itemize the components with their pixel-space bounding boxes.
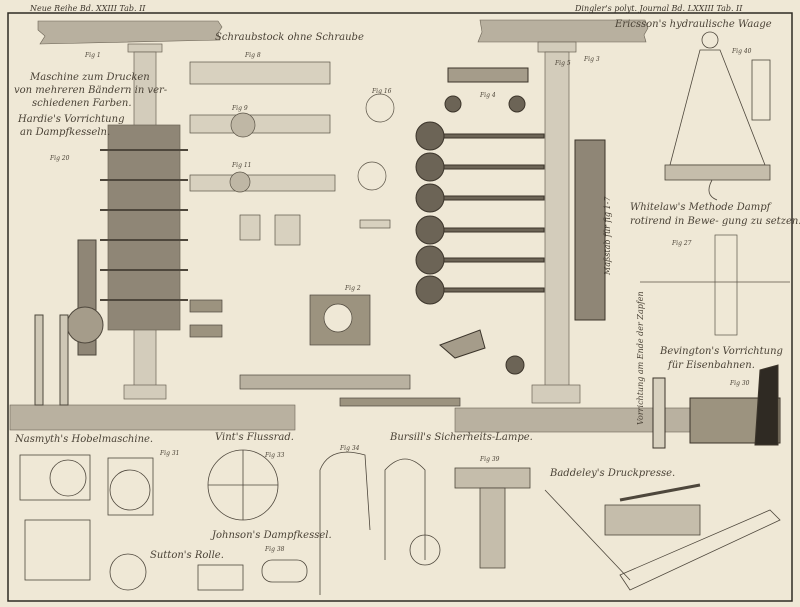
- caption-hardie-2: an Dampfkesseln.: [20, 127, 111, 138]
- plate-header-left: Neue Reihe Bd. XXIII Tab. II: [30, 4, 146, 13]
- bevington-device: [652, 364, 781, 449]
- fig-label: Fig 11: [232, 162, 252, 169]
- caption-johnson: Johnson's Dampfkessel.: [212, 530, 332, 541]
- fig-label: Fig 16: [372, 88, 392, 95]
- bottom-figures: [19, 449, 781, 595]
- caption-whitelaw-1: Whitelaw's Methode Dampf: [630, 202, 771, 213]
- floor-beam-left: [9, 404, 296, 431]
- ericsson-scale: [664, 31, 771, 201]
- weight-arms: [415, 67, 606, 375]
- fig-label: Fig 31: [160, 450, 180, 457]
- drive-pulley: [34, 239, 104, 406]
- caption-bursill: Bursill's Sicherheits-Lampe.: [390, 432, 533, 443]
- fig-label: Fig 4: [480, 92, 496, 99]
- fig-label: Fig 3: [584, 56, 600, 63]
- fig-label: Fig 33: [265, 452, 285, 459]
- fig-label: Fig 27: [672, 240, 692, 247]
- caption-vise: Schraubstock ohne Schraube: [215, 32, 364, 43]
- caption-massstab: Maßstab für fig 1-7: [603, 196, 612, 275]
- ceiling-beam-right: [477, 19, 649, 43]
- caption-zapfen: Vorrichtung am Ende der Zapfen: [636, 291, 645, 425]
- printing-rollers: [100, 149, 188, 301]
- fig-label: Fig 2: [345, 285, 361, 292]
- fig-label: Fig 30: [730, 380, 750, 387]
- caption-printing-machine-3: schiedenen Farben.: [32, 98, 132, 109]
- column-right: [531, 41, 581, 404]
- column-left: [107, 43, 181, 400]
- fig-label: Fig 34: [340, 445, 360, 452]
- caption-vint: Vint's Flussrad.: [215, 432, 294, 443]
- fig-label: Fig 5: [555, 60, 571, 67]
- floor-beam-right: [454, 407, 711, 433]
- ceiling-beam-left: [37, 20, 223, 45]
- fig-label: Fig 8: [245, 52, 261, 59]
- caption-printing-machine-1: Maschine zum Drucken: [30, 72, 150, 83]
- plate-border: [7, 12, 793, 602]
- fig-label: Fig 39: [480, 456, 500, 463]
- fig-label: Fig 1: [85, 52, 101, 59]
- caption-ericsson: Ericsson's hydraulische Waage: [615, 19, 772, 30]
- fig2-mechanism: [189, 294, 461, 407]
- caption-bevington-2: für Eisenbahnen.: [668, 360, 755, 371]
- whitelaw-apparatus: [640, 234, 790, 336]
- caption-whitelaw-2: rotirend in Bewe- gung zu setzen.: [630, 216, 800, 227]
- caption-baddeley: Baddeley's Druckpresse.: [550, 468, 676, 479]
- vise-figures: [189, 61, 395, 246]
- fig-label: Fig 9: [232, 105, 248, 112]
- fig-label: Fig 20: [50, 155, 70, 162]
- fig-label: Fig 38: [265, 546, 285, 553]
- caption-bevington-1: Bevington's Vorrichtung: [660, 346, 783, 357]
- caption-sutton: Sutton's Rolle.: [150, 550, 224, 561]
- caption-printing-machine-2: von mehreren Bändern in ver-: [14, 85, 168, 96]
- fig-label: Fig 40: [732, 48, 752, 55]
- caption-hardie-1: Hardie's Vorrichtung: [18, 114, 125, 125]
- plate-header-right: Dingler's polyt. Journal Bd. LXXIII Tab.…: [575, 4, 743, 13]
- caption-nasmyth: Nasmyth's Hobelmaschine.: [15, 434, 154, 445]
